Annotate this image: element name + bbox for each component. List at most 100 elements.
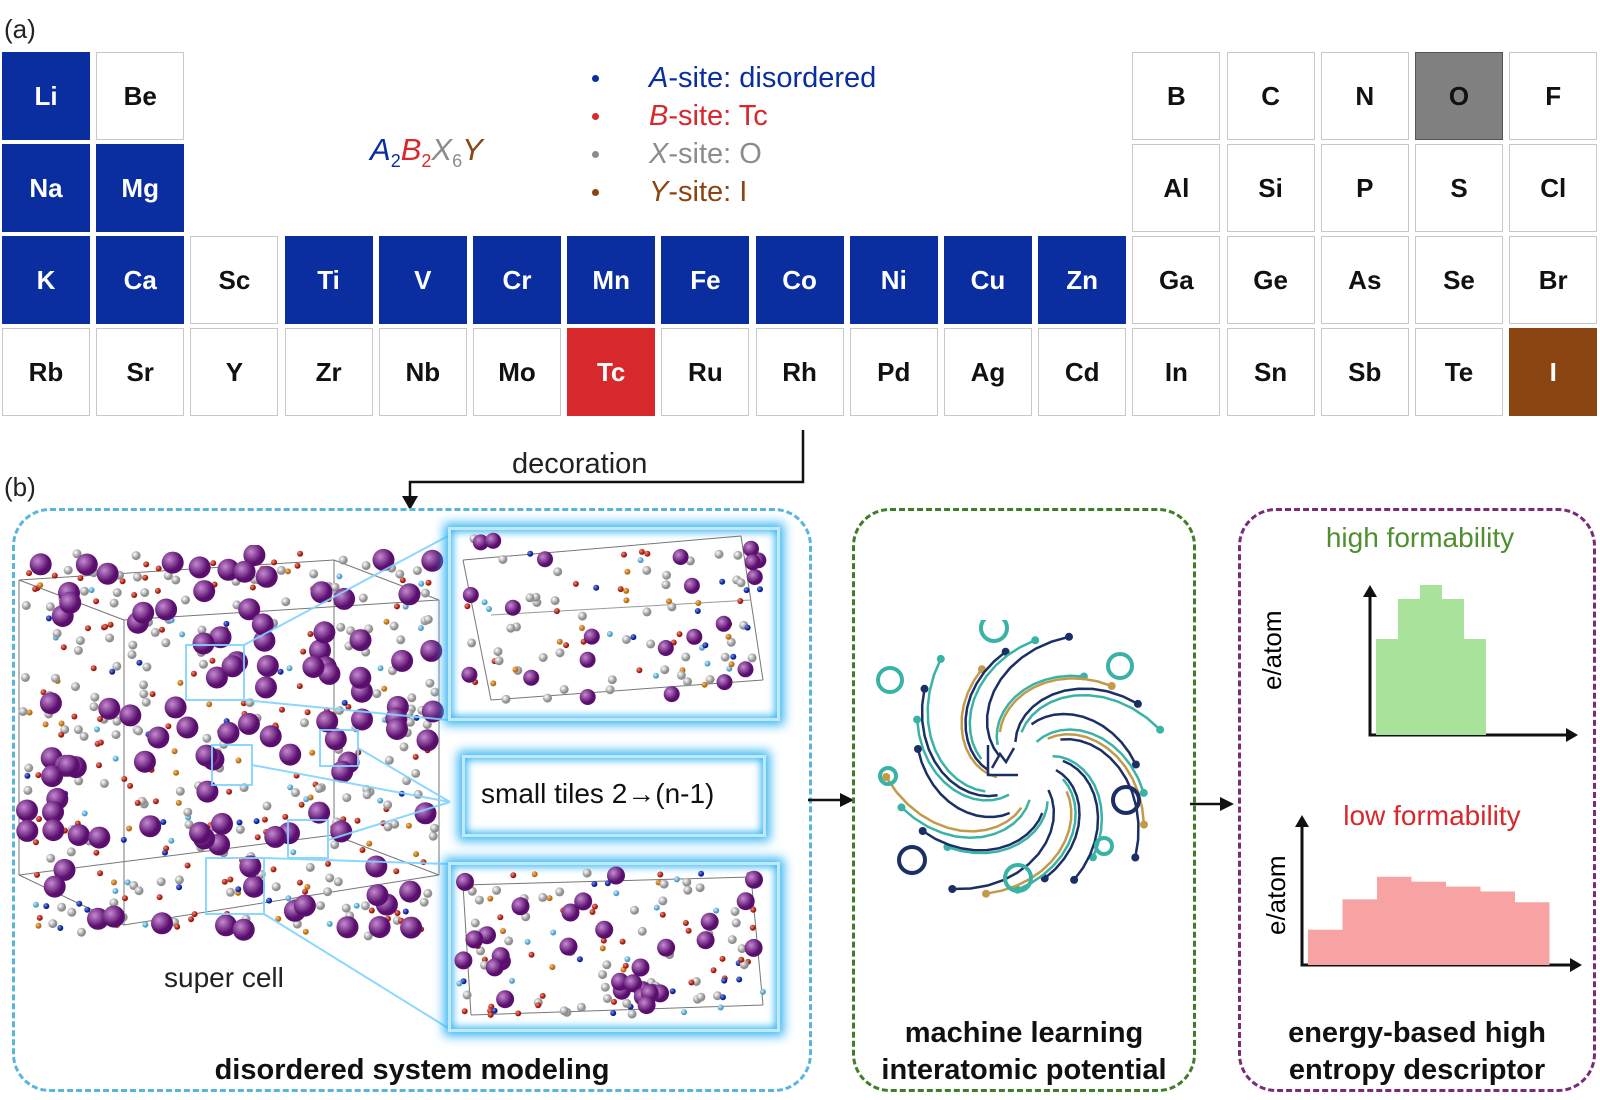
atom	[749, 924, 756, 931]
atom	[512, 666, 519, 673]
atom	[300, 648, 307, 655]
atom	[270, 866, 277, 873]
atom	[425, 678, 435, 688]
element-cell-li: Li	[2, 52, 90, 140]
atom	[84, 906, 91, 913]
element-cell-ge: Ge	[1226, 236, 1315, 324]
atom	[93, 849, 100, 856]
atom	[296, 683, 303, 690]
atom	[253, 818, 260, 825]
atom	[386, 718, 408, 740]
atom	[617, 586, 624, 593]
atom	[176, 884, 183, 891]
atom	[33, 839, 39, 846]
atom	[504, 599, 521, 616]
histogram-bar	[1442, 599, 1464, 735]
atom	[261, 816, 268, 823]
mlip-title: machine learning interatomic potential	[852, 1015, 1196, 1089]
atom	[345, 703, 352, 710]
atom	[481, 599, 488, 606]
atom	[112, 888, 119, 894]
atom	[168, 837, 175, 844]
atom	[307, 631, 314, 637]
atom	[276, 565, 286, 575]
atom	[702, 642, 709, 649]
atom	[243, 545, 266, 567]
histogram-bar	[1515, 902, 1550, 965]
atom	[759, 988, 766, 995]
atom	[96, 562, 119, 585]
swirl-node	[1070, 875, 1079, 884]
atom	[683, 885, 693, 895]
atom	[555, 648, 565, 658]
atom	[131, 592, 138, 598]
atom	[698, 870, 705, 877]
atom	[333, 877, 343, 887]
atom	[630, 634, 637, 641]
atom	[255, 676, 277, 699]
legend-site-letter: Y	[649, 176, 669, 208]
atom	[264, 825, 287, 848]
atom	[43, 875, 66, 898]
atom	[685, 927, 692, 934]
atom	[411, 768, 421, 778]
swirl-stroke	[1014, 687, 1139, 743]
atom	[430, 823, 440, 833]
atom	[399, 577, 406, 584]
atom	[336, 916, 359, 939]
element-cell-cr: Cr	[473, 236, 561, 324]
atom	[97, 870, 104, 877]
atom	[713, 991, 722, 1001]
atom	[285, 568, 291, 575]
atom	[486, 606, 492, 612]
atom	[235, 825, 245, 834]
atom	[497, 914, 504, 921]
atom	[549, 964, 556, 971]
atom	[131, 551, 141, 561]
atom	[731, 918, 741, 928]
atom	[45, 602, 55, 612]
atom	[400, 916, 423, 939]
atom	[156, 894, 163, 901]
atom	[217, 558, 240, 581]
element-cell-sn: Sn	[1226, 328, 1315, 416]
element-cell-pd: Pd	[849, 328, 938, 416]
atom	[235, 886, 242, 893]
histogram-bar	[1377, 876, 1412, 965]
atom	[191, 911, 198, 918]
atom	[133, 572, 142, 582]
atom	[359, 847, 366, 853]
atom	[646, 639, 656, 649]
atom	[624, 974, 642, 993]
formula-a: A	[370, 132, 391, 167]
element-cell-p: P	[1320, 144, 1409, 232]
atom	[428, 831, 438, 841]
atom	[464, 603, 471, 610]
atom	[342, 793, 352, 803]
element-cell-sr: Sr	[96, 328, 185, 416]
atom	[688, 979, 695, 986]
atom	[736, 976, 743, 983]
atom	[249, 584, 256, 591]
swirl-ring	[1106, 652, 1134, 680]
atom	[314, 784, 324, 793]
atom	[555, 887, 565, 897]
atom	[42, 801, 64, 824]
atom	[29, 553, 52, 576]
atom	[422, 720, 432, 730]
atom	[341, 699, 348, 706]
atom	[591, 903, 598, 910]
atom	[57, 754, 80, 777]
atom	[140, 588, 150, 598]
atom	[151, 912, 173, 935]
atom	[197, 625, 207, 635]
atom	[43, 903, 50, 910]
chart-glyph	[986, 745, 1018, 777]
small-tile-top-structure	[461, 532, 767, 705]
atom	[105, 633, 115, 643]
element-cell-f: F	[1509, 52, 1598, 140]
legend-dot	[592, 113, 599, 120]
element-cell-cu: Cu	[944, 236, 1032, 324]
element-cell-te: Te	[1415, 328, 1503, 416]
atom	[32, 586, 39, 592]
